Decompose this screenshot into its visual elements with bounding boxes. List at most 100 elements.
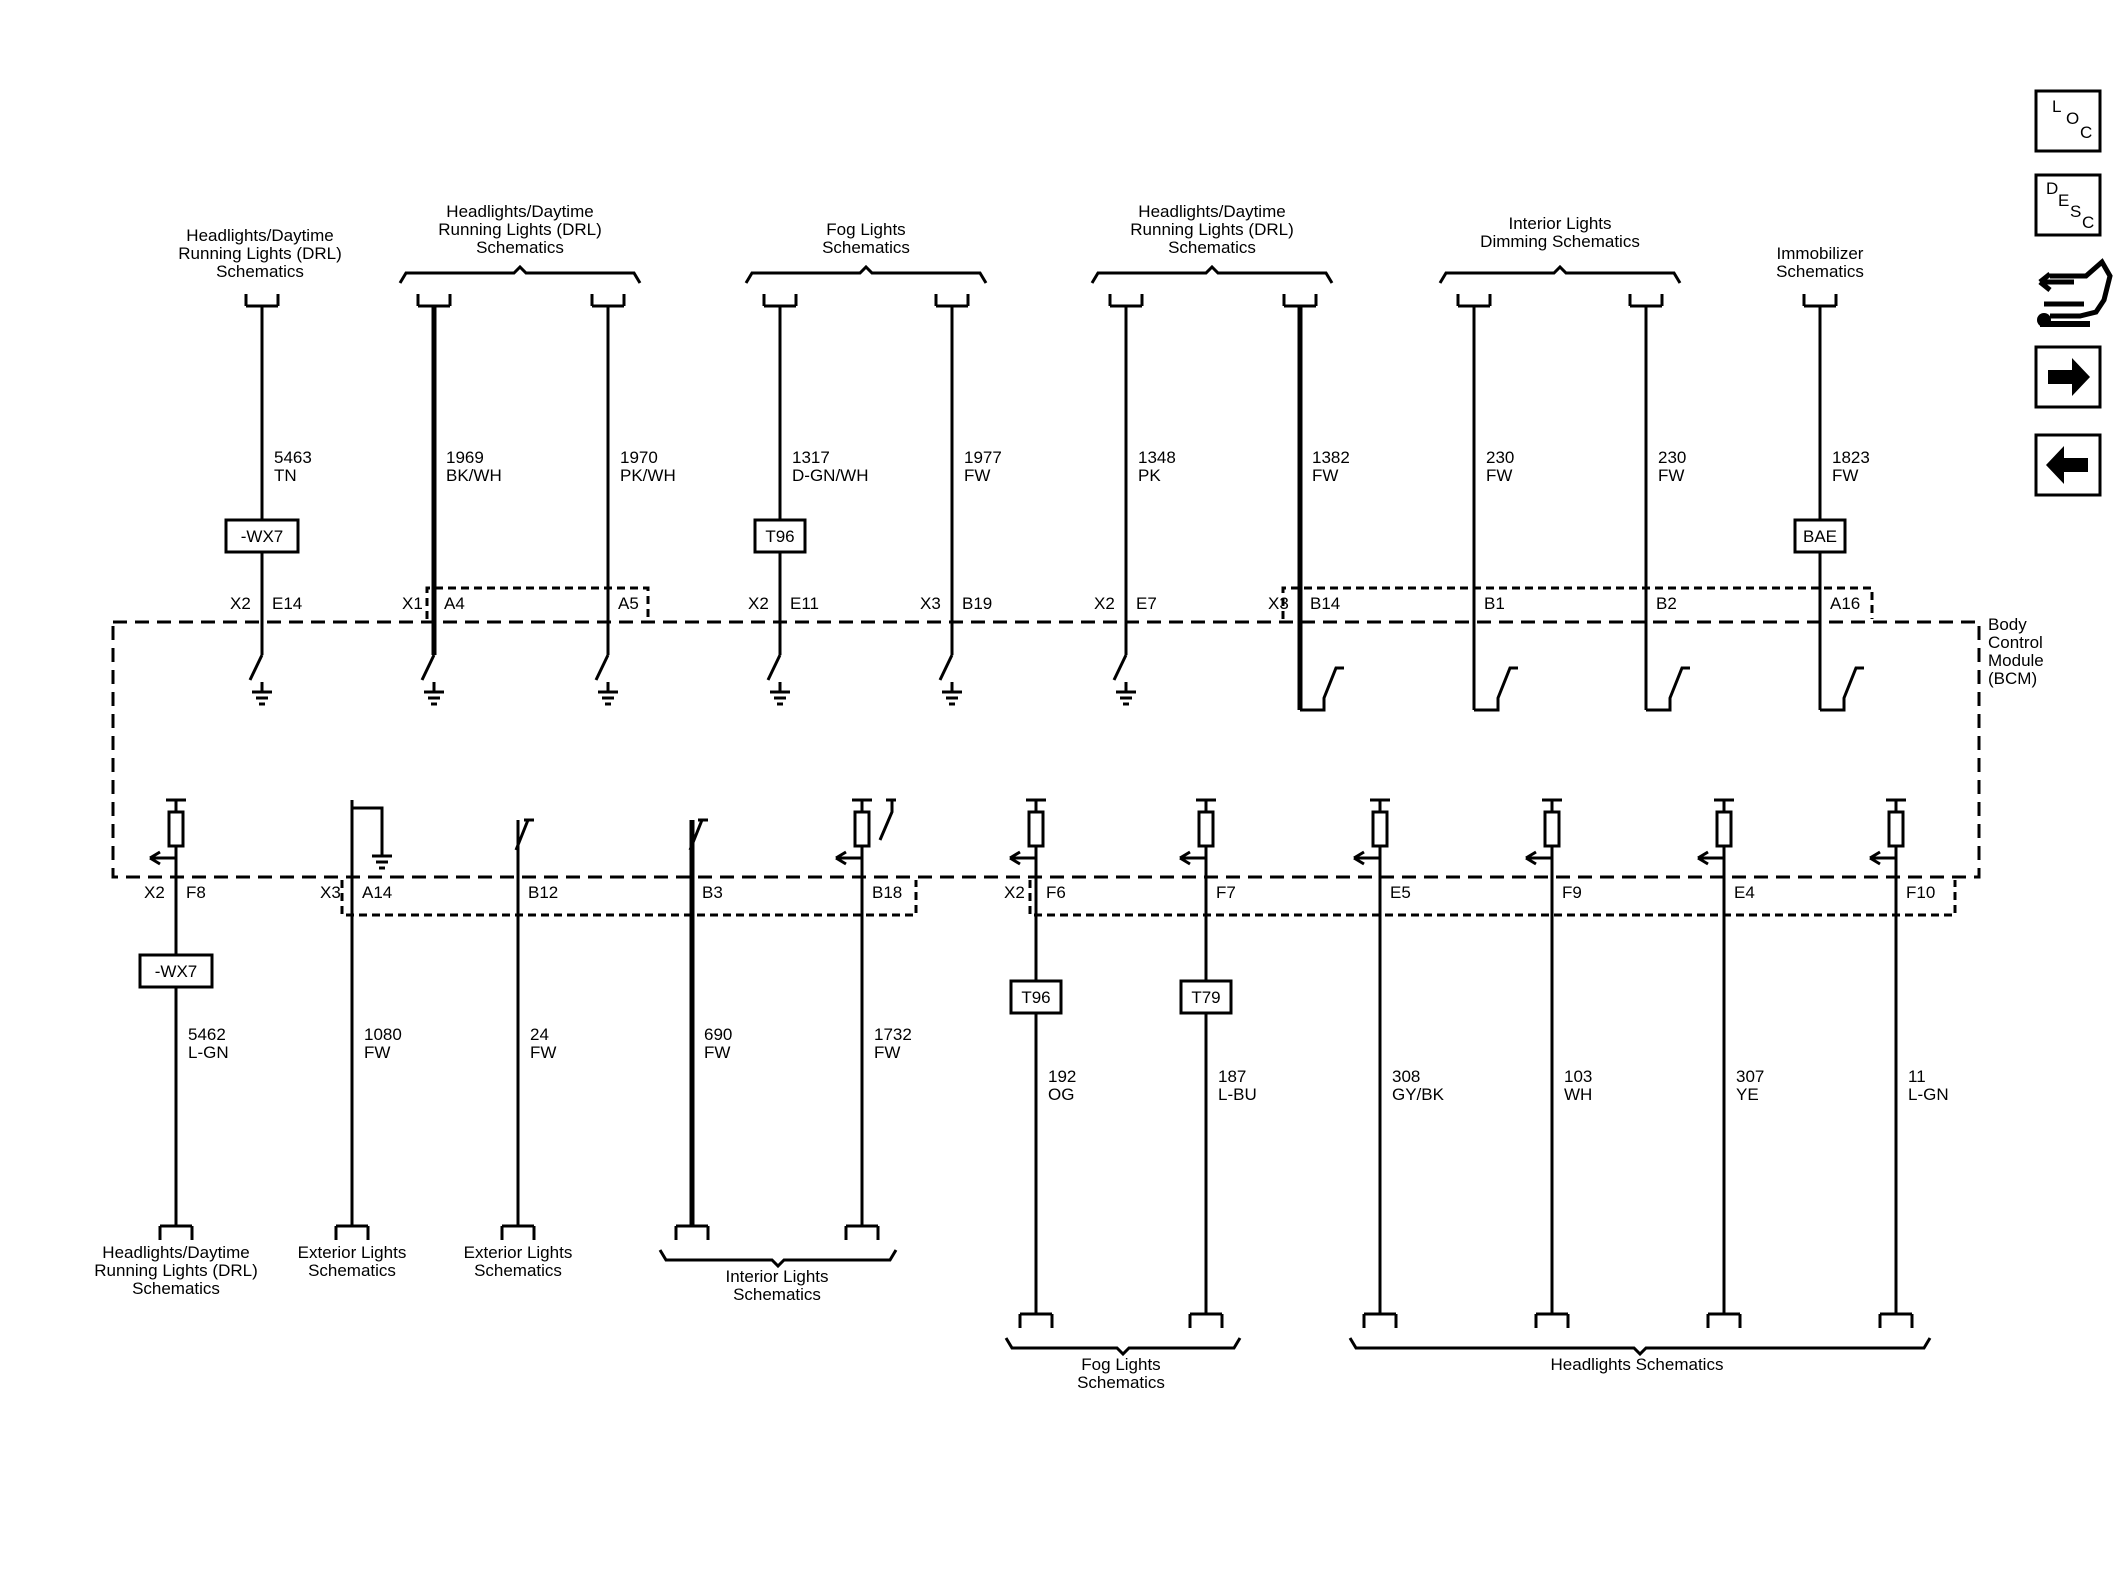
top-connector-stub [244, 294, 280, 308]
bottom-connector-stub [1706, 1312, 1742, 1328]
top-source-label-5: Interior Lights [1509, 214, 1612, 233]
bottom-wire-color: WH [1564, 1085, 1592, 1104]
top-connector-stub [590, 294, 626, 308]
top-source-label-4: Schematics [1168, 238, 1256, 257]
top-source-label-4: Running Lights (DRL) [1130, 220, 1293, 239]
bottom-wire-circuit: 192 [1048, 1067, 1076, 1086]
desc-button[interactable]: D E S C [2034, 173, 2102, 237]
bottom-wire-color: FW [530, 1043, 556, 1062]
top-connector-stub [1456, 294, 1492, 308]
previous-page-button[interactable] [2034, 433, 2102, 497]
bottom-option-label: T79 [1191, 988, 1220, 1007]
bottom-pin-label: F6 [1046, 883, 1066, 902]
next-page-button[interactable] [2034, 345, 2102, 409]
bottom-option-box [1179, 979, 1233, 1015]
top-connector-stub [1628, 294, 1664, 308]
top-pin-label: B2 [1656, 594, 1677, 613]
arrow-left-icon [2046, 446, 2088, 484]
bottom-connector-label: X3 [320, 883, 341, 902]
top-wire-circuit: 230 [1486, 448, 1514, 467]
top-wire-color: PK [1138, 466, 1161, 485]
top-connector-stub [762, 294, 798, 308]
bottom-connector-stub [1534, 1312, 1570, 1328]
ground-icon [942, 690, 962, 706]
top-switch-input [1646, 666, 1690, 712]
bottom-target-label-1: Running Lights (DRL) [94, 1261, 257, 1280]
top-pin-label: B14 [1310, 594, 1340, 613]
bottom-target-label-2: Exterior Lights [298, 1243, 407, 1262]
bottom-wire-color: L-GN [1908, 1085, 1949, 1104]
top-wire-color: FW [964, 466, 990, 485]
output-arrow-icon [1697, 850, 1724, 866]
ground-icon [1116, 690, 1136, 706]
fuse-icon [1027, 810, 1045, 848]
top-switch-contact [248, 654, 264, 681]
ground-icon [598, 690, 618, 706]
bottom-target-label-1: Headlights/Daytime [102, 1243, 249, 1262]
bottom-wire-color: FW [874, 1043, 900, 1062]
top-wire-color: FW [1832, 466, 1858, 485]
fuse-icon [1543, 810, 1561, 848]
bottom-target-label-3: Exterior Lights [464, 1243, 573, 1262]
bottom-connector-stub [1362, 1312, 1398, 1328]
top-wire-color: BK/WH [446, 466, 502, 485]
bcm-module-boundary [111, 620, 1981, 879]
arrow-right-icon [2048, 358, 2090, 396]
bottom-wire-color: FW [704, 1043, 730, 1062]
bottom-connector-stub [500, 1224, 536, 1240]
bottom-switch [688, 818, 708, 851]
bottom-connector-label: X2 [144, 883, 165, 902]
top-source-label-2: Running Lights (DRL) [438, 220, 601, 239]
bottom-target-label-5: Fog Lights [1081, 1355, 1160, 1374]
bottom-pin-label: B12 [528, 883, 558, 902]
connector-end-view-icon[interactable] [2037, 258, 2113, 327]
bottom-pin-label: F7 [1216, 883, 1236, 902]
top-switch-contact [594, 654, 610, 681]
top-connector-label: X3 [1268, 594, 1289, 613]
top-connector-stub [1282, 294, 1318, 308]
top-wire-circuit: 230 [1658, 448, 1686, 467]
top-wire-circuit: 1970 [620, 448, 658, 467]
top-pin-label: E14 [272, 594, 302, 613]
top-connector-label: X2 [748, 594, 769, 613]
top-pin-label: B19 [962, 594, 992, 613]
loc-button[interactable]: L O C [2034, 89, 2102, 153]
bottom-wire-color: L-GN [188, 1043, 229, 1062]
connector-x2-bottom-bar [1028, 880, 1957, 917]
bottom-target-label-4: Interior Lights [726, 1267, 829, 1286]
top-wire-color: D-GN/WH [792, 466, 868, 485]
top-wire-color: FW [1658, 466, 1684, 485]
bcm-label-line: (BCM) [1988, 669, 2037, 688]
bottom-connector-stub [1018, 1312, 1054, 1328]
loc-letter-3: C [2080, 123, 2092, 142]
loc-letter-1: L [2052, 97, 2061, 116]
bottom-wire-circuit: 307 [1736, 1067, 1764, 1086]
bottom-connector-stub [844, 1224, 880, 1240]
ground-icon [770, 690, 790, 706]
bottom-option-box [1009, 979, 1063, 1015]
bottom-pin-label: E5 [1390, 883, 1411, 902]
top-switch-input [1474, 666, 1518, 712]
bottom-target-label-5: Schematics [1077, 1373, 1165, 1392]
connector-x3-top-bar [1281, 586, 1874, 619]
bottom-ground-loop [350, 806, 384, 860]
bottom-switch [514, 818, 534, 851]
top-source-label-2: Schematics [476, 238, 564, 257]
bottom-option-label: -WX7 [155, 962, 198, 981]
bottom-target-bracket-4 [658, 1249, 898, 1269]
bottom-pin-label: A14 [362, 883, 392, 902]
bottom-connector-stub [1878, 1312, 1914, 1328]
top-pin-label: B1 [1484, 594, 1505, 613]
top-option-label: T96 [765, 527, 794, 546]
top-switch-contact [938, 654, 954, 681]
top-wire-circuit: 1382 [1312, 448, 1350, 467]
bottom-pin-label: B18 [872, 883, 902, 902]
ground-icon [424, 690, 444, 706]
top-connector-label: X3 [920, 594, 941, 613]
top-pin-label: A5 [618, 594, 639, 613]
bottom-connector-stub [334, 1224, 370, 1240]
output-arrow-icon [1009, 850, 1036, 866]
bottom-target-bracket-5 [1004, 1337, 1242, 1357]
